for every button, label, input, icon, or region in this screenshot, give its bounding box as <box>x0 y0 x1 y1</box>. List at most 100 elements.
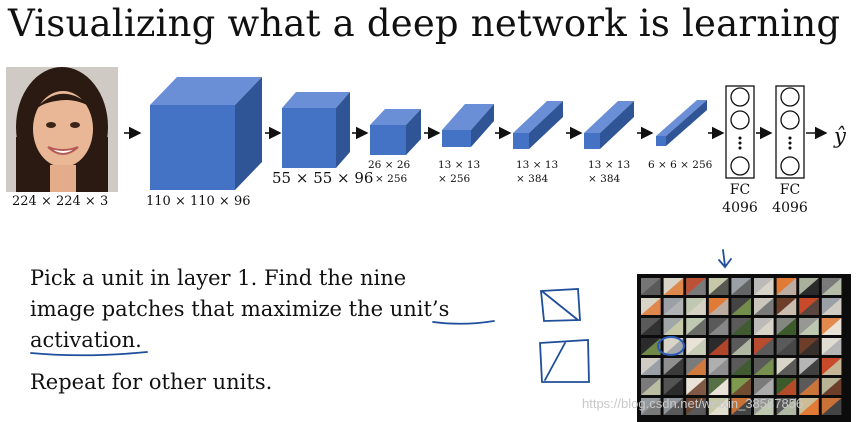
layer-4-label-line1: 13 × 13 <box>438 159 481 171</box>
patch-tile-shade <box>799 398 819 415</box>
patch-tile-shade <box>731 358 751 375</box>
patch-tile-shade <box>754 358 774 375</box>
patch-tile-shade <box>799 338 819 355</box>
fc-layer-1 <box>725 85 755 179</box>
patch-tile-shade <box>731 398 751 415</box>
patch-tile-shade <box>663 278 684 295</box>
page-title: Visualizing what a deep network is learn… <box>8 2 841 45</box>
patch-tile-shade <box>754 298 774 315</box>
conv-volume-3 <box>370 109 421 155</box>
patch-tile-shade <box>821 378 842 395</box>
patch-tile-shade <box>731 338 751 355</box>
layer-4-label-line2: × 256 <box>438 173 471 185</box>
patch-tile-shade <box>776 378 797 395</box>
patch-tile-shade <box>799 298 819 315</box>
patch-tile-shade <box>663 298 684 315</box>
layer-6-label-line2: × 384 <box>588 173 621 185</box>
text-line-4: Repeat for other units. <box>30 370 273 394</box>
patch-tile-shade <box>754 398 774 415</box>
watermark: https://blog.csdn.net/weixin_38587856 <box>582 396 804 411</box>
text-line-2: image patches that maximize the unit’s <box>30 297 449 321</box>
conv-volume-5 <box>513 101 563 149</box>
underline-units <box>432 320 495 325</box>
patch-tile-shade <box>776 278 797 295</box>
patch-tile-shade <box>799 358 819 375</box>
layer-3-label-line2: × 256 <box>375 173 408 185</box>
patch-tile-shade <box>641 358 661 375</box>
patch-tile-shade <box>663 378 684 395</box>
output-label: ŷ <box>834 124 846 148</box>
patch-tile-shade <box>754 338 774 355</box>
patch-tile-shade <box>821 338 842 355</box>
patch-tile-shade <box>686 378 706 395</box>
patch-tile-shade <box>731 378 751 395</box>
layer-3-label-line1: 26 × 26 <box>368 159 411 171</box>
input-size-label: 224 × 224 × 3 <box>12 194 109 209</box>
input-face-image <box>6 67 118 192</box>
patch-tile-shade <box>776 338 797 355</box>
layer-5-label: 13 × 13 × 384 <box>516 158 558 186</box>
conv-volume-6 <box>584 101 634 149</box>
patch-tile-shade <box>754 378 774 395</box>
patch-tile-shade <box>663 358 684 375</box>
patch-tile-shade <box>776 398 797 415</box>
sketch-arrow-down <box>718 249 732 269</box>
patch-tile-shade <box>686 278 706 295</box>
patch-tile-shade <box>686 298 706 315</box>
text-line-2-units: unit’s <box>389 297 450 321</box>
patch-tile-shade <box>686 338 706 355</box>
fc-layer-2 <box>775 85 805 179</box>
layer-3-label: 26 × 26 × 256 <box>368 158 410 186</box>
patch-tile-shade <box>799 378 819 395</box>
patch-tile-shade <box>821 398 842 415</box>
conv-volume-4 <box>442 104 494 147</box>
fc-1-label: FC 4096 <box>715 181 765 217</box>
conv-volume-7 <box>656 100 707 146</box>
layer-1-label: 110 × 110 × 96 <box>146 194 251 209</box>
fc-2-name: FC <box>779 182 801 198</box>
patch-tile-shade <box>708 398 729 415</box>
layer-7-label: 6 × 6 × 256 <box>648 159 713 171</box>
text-line-3: activation. <box>30 328 142 352</box>
patch-tile-shade <box>754 318 774 335</box>
patch-tile-shade <box>708 358 729 375</box>
patch-tile-shade <box>641 278 661 295</box>
text-line-2-pre: image patches that maximize the <box>30 297 390 321</box>
patch-tile-shade <box>776 298 797 315</box>
patch-tile-shade <box>799 278 819 295</box>
patch-tile-shade <box>776 358 797 375</box>
underline-activation <box>30 351 148 357</box>
patch-tile-shade <box>799 318 819 335</box>
text-line-1: Pick a unit in layer 1. Find the nine <box>30 266 407 290</box>
patch-tile-shade <box>821 318 842 335</box>
patch-tile-shade <box>754 278 774 295</box>
fc-2-label: FC 4096 <box>765 181 815 217</box>
patch-tile-shade <box>641 318 661 335</box>
patch-grid <box>637 274 851 422</box>
fc-2-size: 4096 <box>772 200 808 216</box>
layer-5-label-line2: × 384 <box>516 173 549 185</box>
patch-tile-shade <box>776 318 797 335</box>
patch-tile-shade <box>731 298 751 315</box>
sketch-patch-1 <box>540 288 581 322</box>
patch-tile-shade <box>731 278 751 295</box>
patch-tile-shade <box>641 398 661 415</box>
layer-6-label: 13 × 13 × 384 <box>588 158 630 186</box>
fc-1-size: 4096 <box>722 200 758 216</box>
conv-volume-2 <box>282 92 350 168</box>
text-line-3-post: . <box>135 328 142 352</box>
patch-tile-shade <box>641 378 661 395</box>
patch-tile-shade <box>641 298 661 315</box>
patch-tile-shade <box>686 358 706 375</box>
sketch-patch-2 <box>539 339 590 383</box>
patch-tile-shade <box>731 318 751 335</box>
conv-volume-1 <box>150 77 262 190</box>
patch-tile-shade <box>708 378 729 395</box>
patch-tile-shade <box>686 398 706 415</box>
patch-tile-shade <box>663 338 684 355</box>
layer-2-label: 55 × 55 × 96 <box>272 169 374 187</box>
sketch-circle <box>657 336 685 356</box>
layer-4-label: 13 × 13 × 256 <box>438 158 480 186</box>
patch-tile-shade <box>686 318 706 335</box>
